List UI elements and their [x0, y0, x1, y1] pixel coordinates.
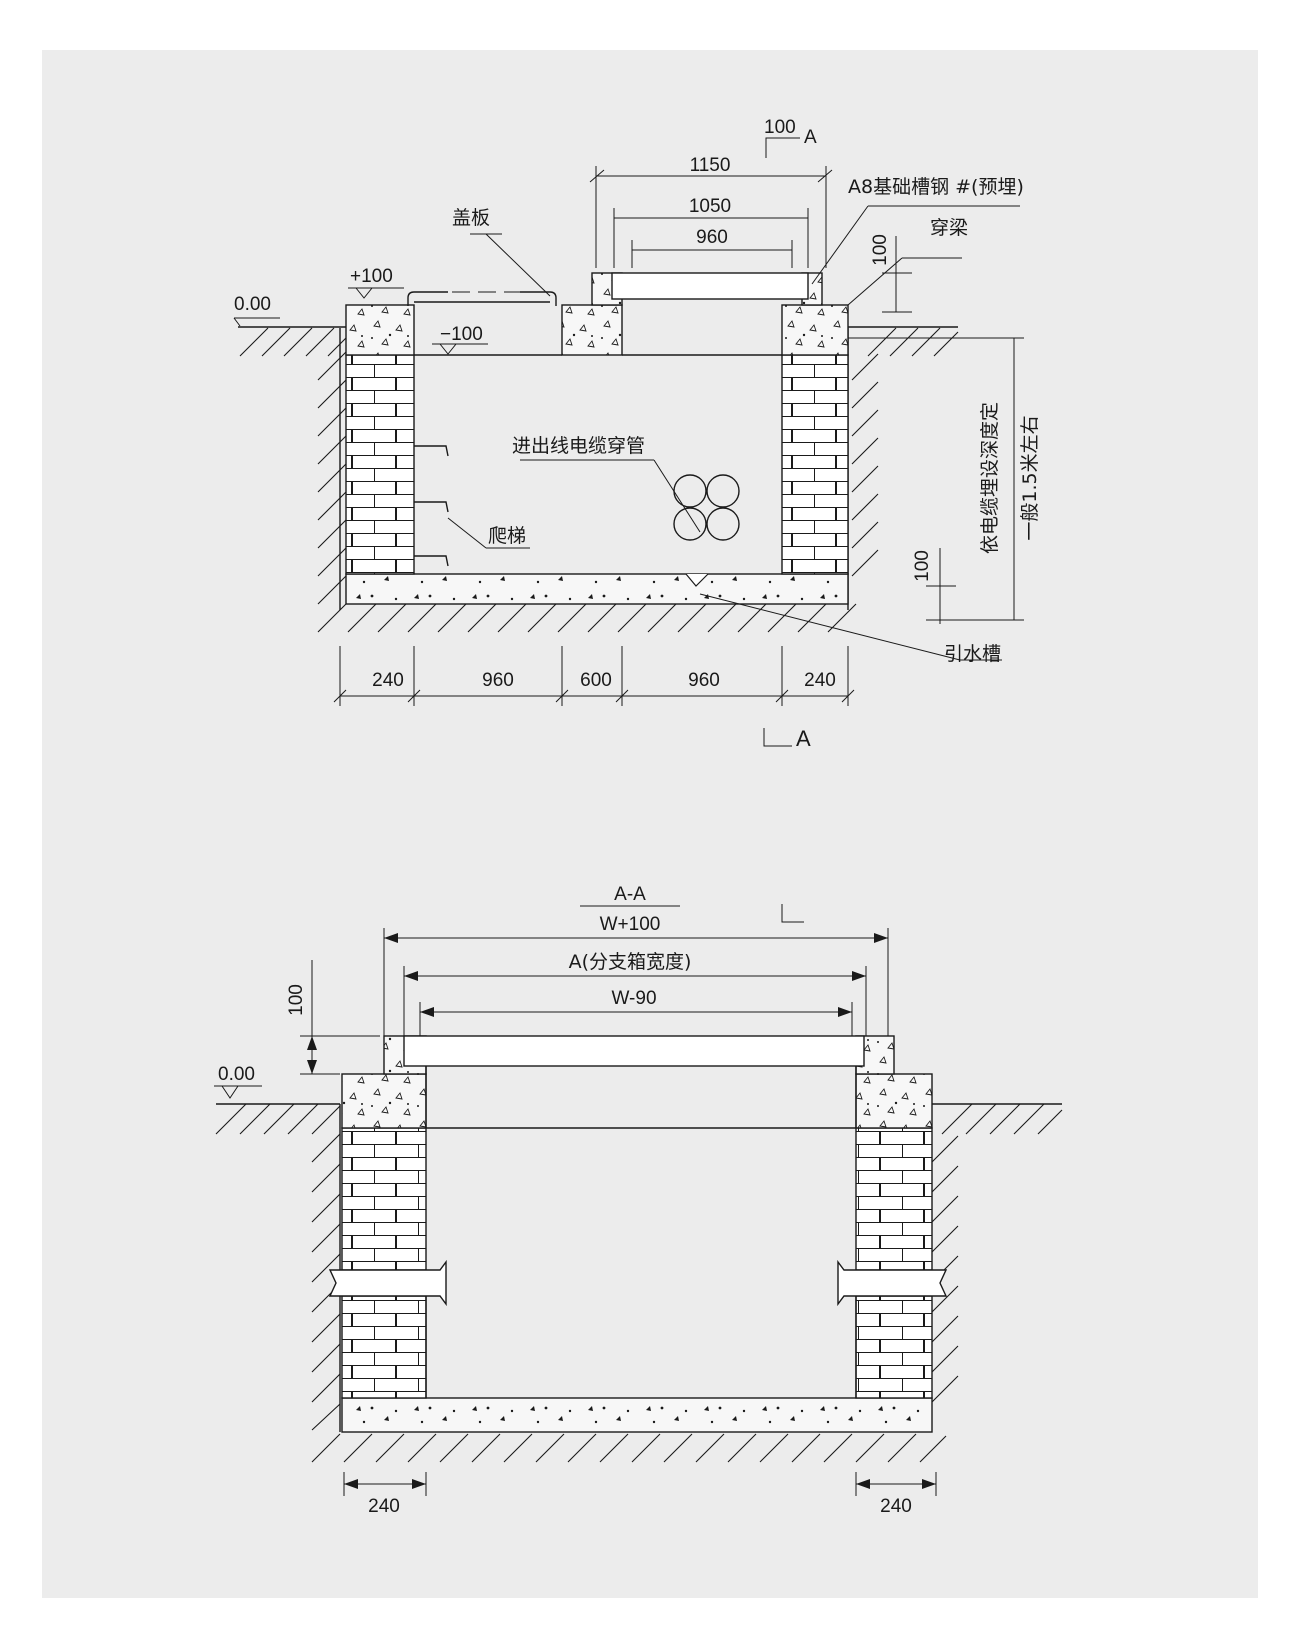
elevation-markers — [233, 287, 488, 355]
section-floor-slab — [341, 1397, 933, 1433]
label-drain: 引水槽 — [944, 643, 1001, 665]
leader-lines — [447, 205, 1020, 661]
top-dimensions — [589, 166, 833, 268]
section-ground-right — [931, 1103, 1063, 1403]
dim-w-plus-100: W+100 — [600, 914, 661, 935]
section-title: A-A — [614, 884, 646, 905]
middle-beam — [561, 304, 623, 356]
label-beam: 穿梁 — [930, 217, 968, 239]
bottom-dim-4: 960 — [688, 670, 720, 691]
cable-pipes — [673, 474, 740, 541]
dim-1150: 1150 — [690, 155, 731, 176]
section-view: A-A W+100 A(分支箱宽度) W-90 100 0.00 240 240 — [214, 884, 1063, 1517]
ground-hatch-left — [238, 326, 347, 610]
elevation-plus100: +100 — [350, 266, 393, 287]
dim-1050: 1050 — [689, 196, 731, 217]
right-top-beam — [781, 304, 849, 356]
cover-plate — [407, 290, 557, 306]
ladder-rungs — [414, 445, 449, 567]
section-elevation-marker — [214, 1085, 262, 1099]
section-left-wall-lower — [341, 1295, 427, 1399]
dim-a-width: A(分支箱宽度) — [569, 951, 692, 973]
pipe-sleeve-left — [328, 1259, 447, 1307]
section-dim-100: 100 — [286, 984, 307, 1016]
dim-100-right: 100 — [870, 234, 891, 266]
section-ground-bottom — [311, 1433, 947, 1463]
ground-hatch-right — [847, 326, 959, 610]
right-brick-wall — [781, 354, 849, 575]
section-100-dimension — [300, 960, 380, 1075]
section-top-dimensions — [383, 904, 889, 1036]
bottom-dim-5: 240 — [804, 670, 836, 691]
section-dim-240-right: 240 — [880, 1496, 912, 1517]
left-top-beam — [345, 304, 415, 356]
label-ladder: 爬梯 — [488, 525, 526, 547]
section-bottom-dimensions — [343, 1472, 937, 1496]
dim-100-bottom: 100 — [912, 550, 933, 582]
section-ground-left — [215, 1103, 341, 1432]
section-right-wall-lower — [855, 1295, 933, 1399]
bottom-dim-1: 240 — [372, 670, 404, 691]
elevation-000: 0.00 — [234, 294, 271, 315]
label-depth-2: 一般1.5米左右 — [1019, 415, 1041, 540]
section-channel-steel — [403, 1035, 865, 1067]
label-cable-pipe: 进出线电缆穿管 — [512, 435, 645, 457]
section-mark-a — [763, 137, 800, 747]
dim-960-top: 960 — [696, 227, 728, 248]
label-depth-1: 依电缆埋设深度定 — [979, 402, 1001, 554]
section-left-beam — [341, 1073, 427, 1129]
drain-groove — [685, 573, 709, 587]
section-letter-bottom: A — [796, 726, 811, 751]
channel-steel — [611, 272, 809, 300]
section-left-wall-upper — [341, 1127, 427, 1271]
bottom-dim-2: 960 — [482, 670, 514, 691]
pipe-sleeve-right — [837, 1259, 948, 1307]
section-right-wall-upper — [855, 1127, 933, 1271]
bottom-dimensions — [333, 646, 855, 706]
label-channel-steel: A8基础槽钢 #(预埋) — [848, 176, 1024, 198]
left-brick-wall — [345, 354, 415, 575]
top-view: 100 A A 1150 1050 960 A8基础槽钢 #(预埋) 盖板 穿梁… — [233, 117, 1041, 751]
section-right-beam — [855, 1073, 933, 1129]
section-dim-240-left: 240 — [368, 1496, 400, 1517]
bottom-dim-3: 600 — [580, 670, 612, 691]
section-letter-top: A — [804, 127, 817, 148]
ground-hatch-bottom — [317, 603, 857, 633]
elevation-minus100: −100 — [440, 324, 483, 345]
drawing-sheet — [42, 50, 1258, 1598]
floor-slab — [345, 573, 849, 605]
section-mark-number: 100 — [764, 117, 796, 138]
dim-w-minus-90: W-90 — [611, 988, 656, 1009]
label-cover: 盖板 — [452, 207, 490, 229]
right-dimensions — [848, 236, 1024, 624]
section-elevation-000: 0.00 — [218, 1064, 255, 1085]
